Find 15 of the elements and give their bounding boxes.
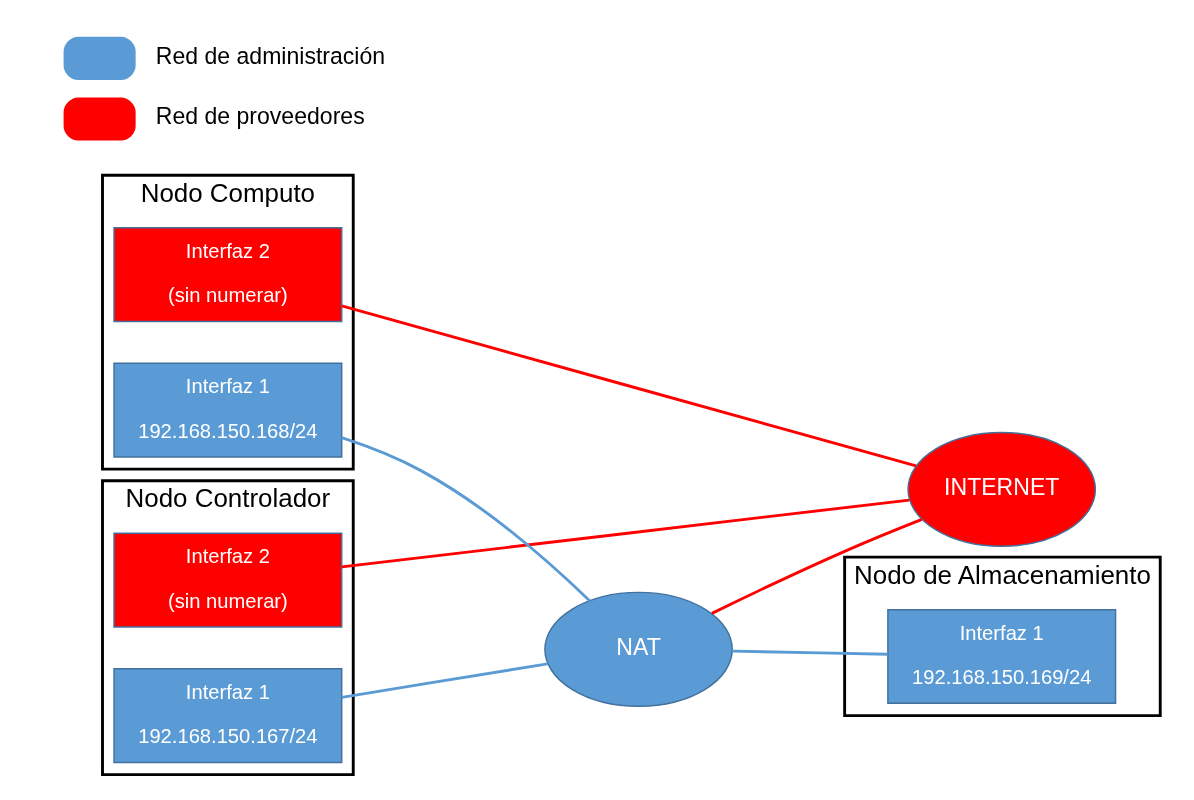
node-box: Interfaz 1 192.168.150.168/24 xyxy=(112,362,342,458)
node-box: Interfaz 2 (sin numerar) xyxy=(112,532,342,628)
connector xyxy=(341,498,909,569)
legend-label: Red de proveedores xyxy=(155,103,365,130)
connector xyxy=(340,304,916,468)
connector xyxy=(341,662,548,699)
node-box: Interfaz 1 192.168.150.167/24 xyxy=(112,668,342,764)
node-box: Interfaz 2 (sin numerar) xyxy=(112,227,342,323)
node-ellipse: INTERNET xyxy=(906,431,1096,547)
node-box: Interfaz 1 192.168.150.169/24 xyxy=(886,608,1116,705)
node-ellipse: NAT xyxy=(543,591,733,707)
connector xyxy=(731,649,888,656)
legend-label: Red de administración xyxy=(155,42,385,69)
connector xyxy=(340,436,591,602)
connector xyxy=(710,518,922,615)
